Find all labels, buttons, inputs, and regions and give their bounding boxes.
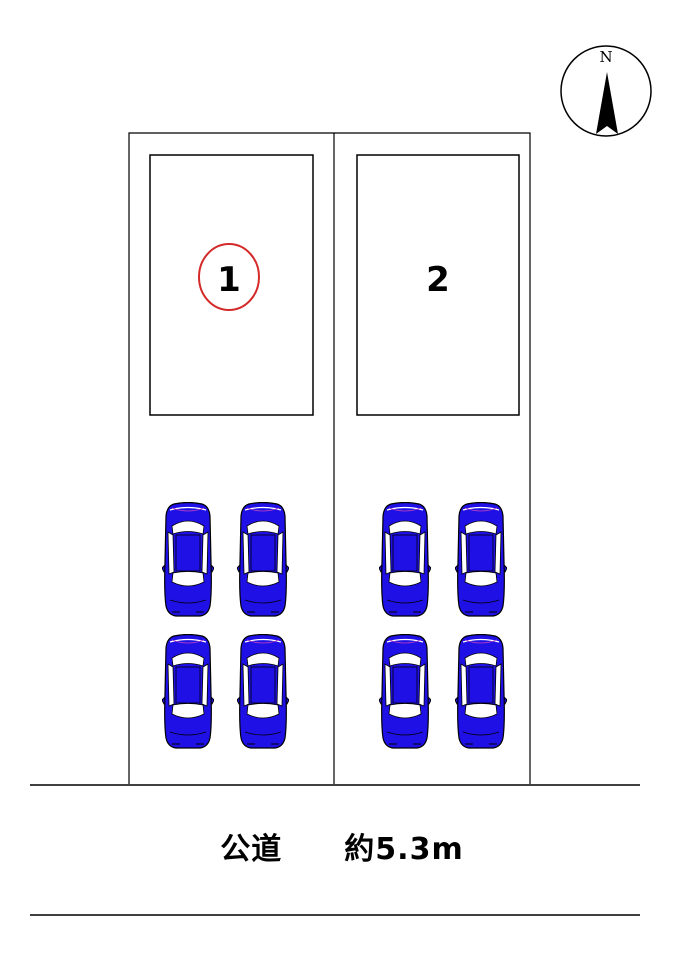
car-top-view-icon <box>237 634 289 749</box>
car-top-view-icon <box>455 502 507 617</box>
car-top-view-icon <box>162 634 214 749</box>
car-top-view-icon <box>379 634 431 749</box>
compass-north-label: N <box>599 48 612 66</box>
lot-2-boundary <box>334 132 531 784</box>
plot-2-label: 2 <box>426 260 450 300</box>
road-width-label: 公道 約5.3m <box>220 832 464 867</box>
car-top-view-icon <box>162 502 214 617</box>
north-arrow-icon <box>596 72 618 134</box>
building-footprint-1 <box>149 154 314 416</box>
car-top-view-icon <box>455 634 507 749</box>
lot-outlines <box>128 132 531 784</box>
lot-1-boundary <box>128 132 335 784</box>
compass: N <box>560 45 652 137</box>
parking-area-2 <box>379 502 507 749</box>
building-footprint-2 <box>356 154 520 416</box>
car-top-view-icon <box>237 502 289 617</box>
car-top-view-icon <box>379 502 431 617</box>
plot-1-label: 1 <box>217 260 241 300</box>
parking-area-1 <box>162 502 289 749</box>
plot-1-highlight-circle <box>198 243 260 311</box>
